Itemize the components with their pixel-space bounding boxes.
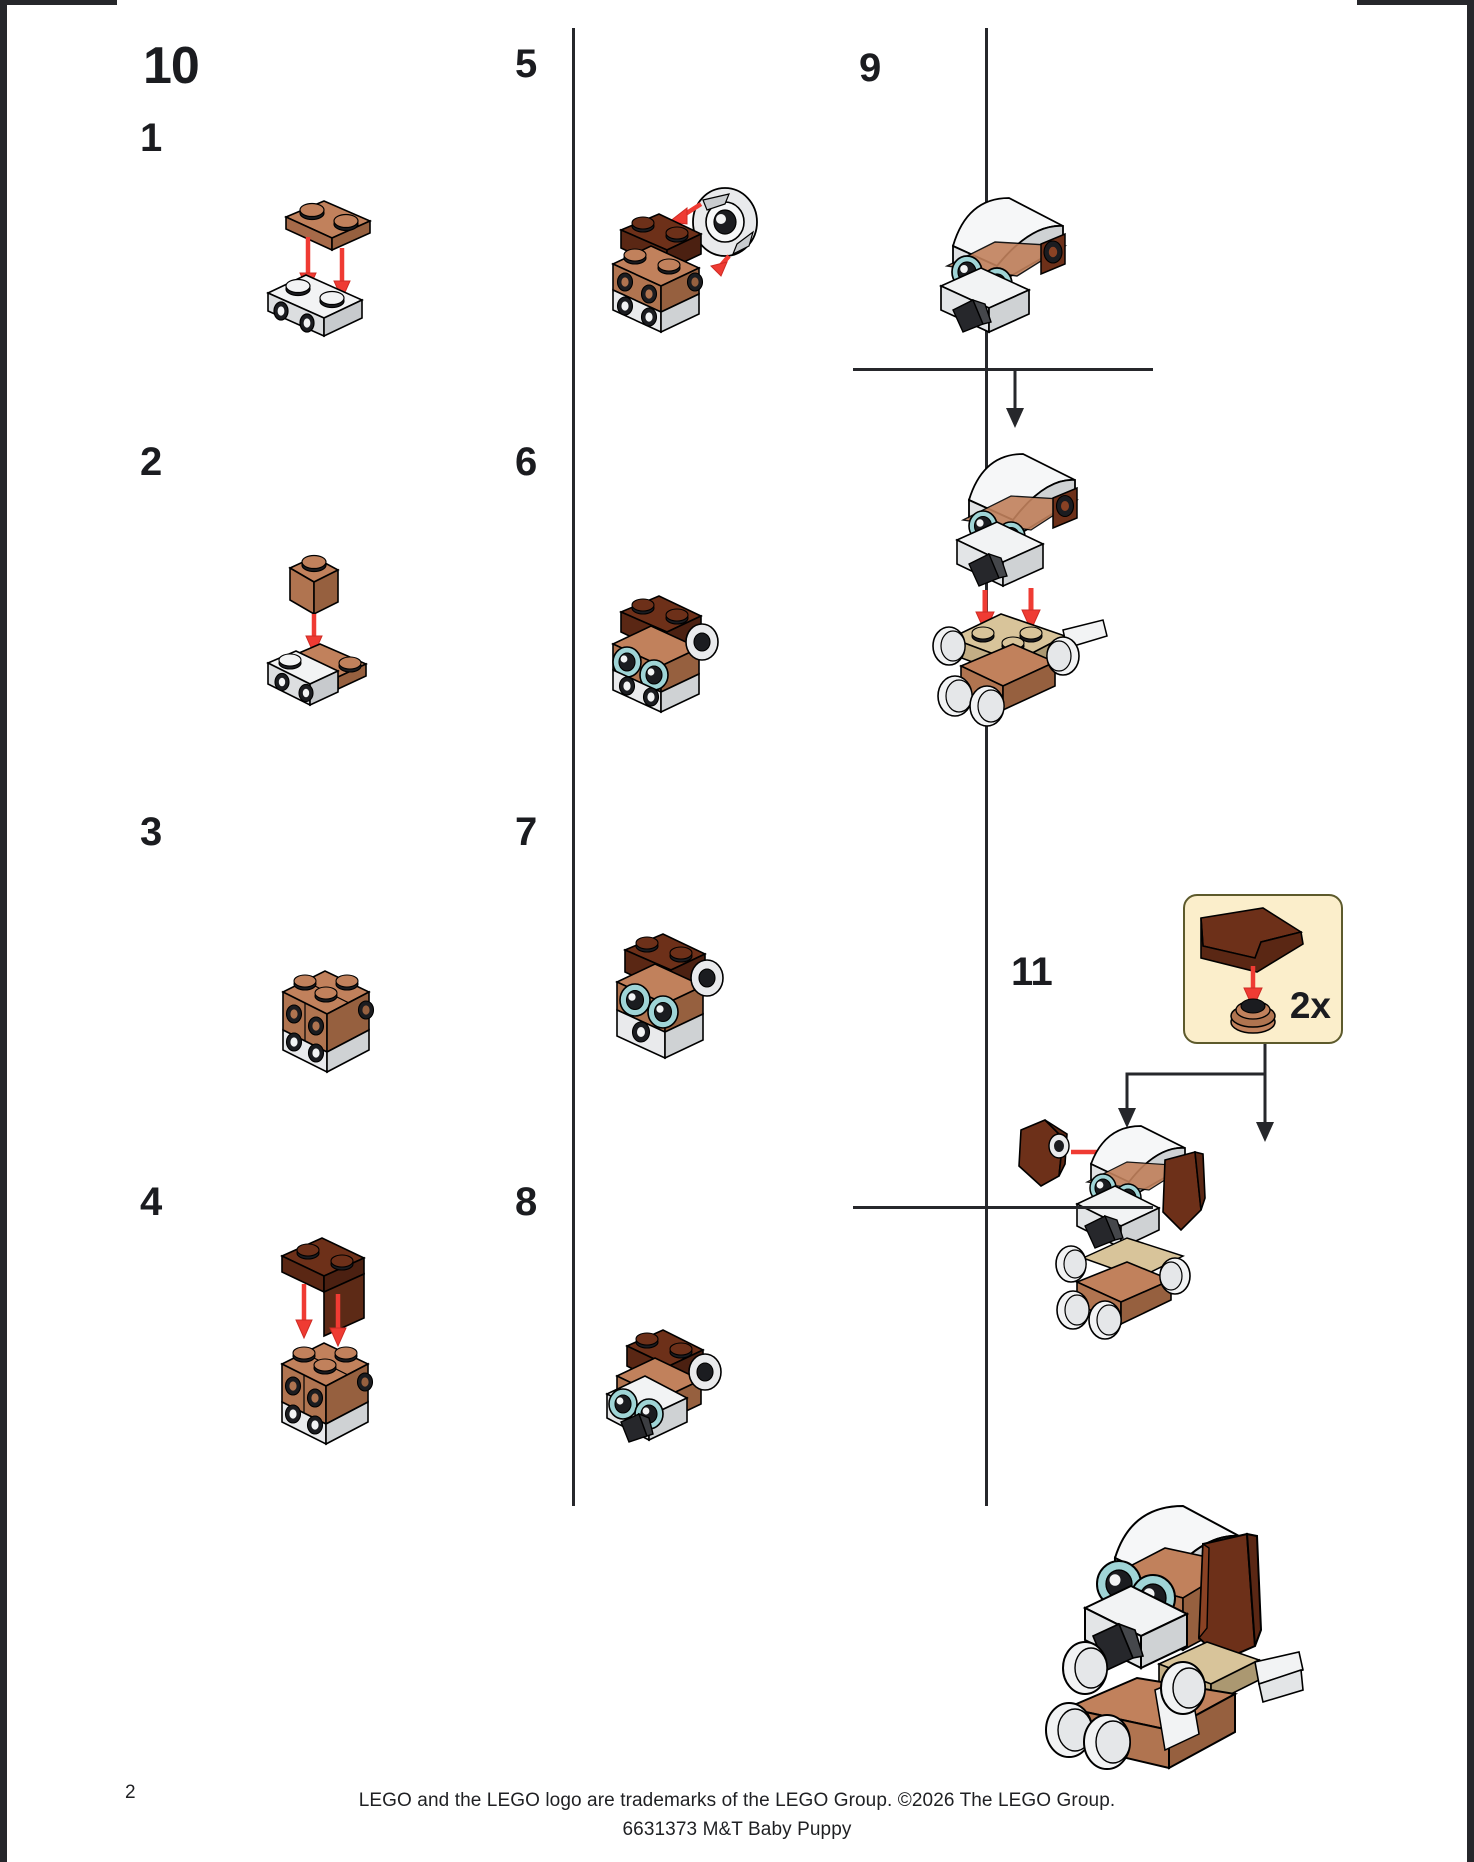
completed-baby-puppy-model <box>1045 1504 1304 1770</box>
callout-quantity-label: 2x <box>1289 985 1331 1026</box>
column-divider-2 <box>985 28 988 1506</box>
sub-assembly-step7 <box>615 933 724 1060</box>
step-number-1: 1 <box>140 116 162 160</box>
assembly-arrow-group <box>667 202 731 277</box>
callout-connector-lines <box>1115 1044 1285 1189</box>
callout-piece-ear-dark-brown <box>1200 907 1304 973</box>
piece-brick-white-studs-on-side <box>266 274 364 338</box>
piece-slope-dark-brown <box>280 1237 366 1338</box>
sub-assembly-step3-repeat <box>280 1342 374 1446</box>
piece-brick-1x1-nougat <box>288 554 340 616</box>
step-9-illustration <box>937 190 1087 340</box>
page-corner-tick-right <box>1357 0 1467 5</box>
piece-plate-1x2-nougat <box>284 200 372 252</box>
step-number-8: 8 <box>515 1180 537 1224</box>
footer-set-line: 6631373 M&T Baby Puppy <box>622 1818 852 1840</box>
sub-assembly-step8 <box>605 1329 722 1443</box>
callout-piece-round-stud <box>1230 998 1276 1034</box>
sub-assembly-step1 <box>266 643 368 707</box>
page-corner-tick-left <box>7 0 117 5</box>
step-3-illustration <box>265 952 395 1082</box>
piece-ear-left-detached <box>1018 1119 1070 1187</box>
page-folio-number: 2 <box>125 1782 136 1803</box>
footer-copyright-line: LEGO and the LEGO logo are trademarks of… <box>358 1790 1116 1811</box>
sub-assembly-step3 <box>281 970 375 1074</box>
step-2-illustration <box>262 540 382 707</box>
step-1-illustration <box>262 185 382 338</box>
sub-assembly-step6 <box>611 595 719 714</box>
subassembly-rule-2 <box>853 1206 1153 1209</box>
step-11-illustration <box>1015 1112 1225 1340</box>
piece-eye-round-detached <box>692 187 758 257</box>
puppy-assembly-step11 <box>1055 1125 1206 1340</box>
piece-ear-right-attached <box>1162 1150 1206 1232</box>
puppy-head-assembly <box>938 197 1068 334</box>
puppy-head-sub-assembly <box>955 453 1080 588</box>
page-heading-number: 10 <box>143 37 200 95</box>
step-4-illustration <box>260 1228 400 1448</box>
subassembly-rule-1 <box>853 368 1153 371</box>
column-divider-1 <box>572 28 575 1506</box>
step-5-illustration <box>607 178 767 338</box>
assembly-arrow-group <box>295 1284 347 1348</box>
step-number-11: 11 <box>1011 950 1053 994</box>
subassembly-connector-arrow-1 <box>995 368 1035 435</box>
step-number-3: 3 <box>140 810 162 854</box>
step-number-6: 6 <box>515 440 537 484</box>
step-number-2: 2 <box>140 440 162 484</box>
step-7-illustration <box>609 920 739 1065</box>
puppy-body-with-legs <box>932 613 1108 727</box>
piece-ear-right <box>1197 1532 1263 1662</box>
step-number-9: 9 <box>859 46 881 90</box>
step-number-7: 7 <box>515 810 537 854</box>
final-model-illustration <box>1007 1478 1307 1778</box>
callout-arrow <box>1243 966 1263 1010</box>
step-6-illustration <box>607 580 737 715</box>
footer: LEGO and the LEGO logo are trademarks of… <box>7 1787 1467 1844</box>
step-10-illustration <box>927 440 1117 727</box>
step-8-illustration <box>603 1318 738 1448</box>
step-number-5: 5 <box>515 42 537 86</box>
step-number-4: 4 <box>140 1180 162 1224</box>
callout-box-2x: 2x <box>1183 894 1343 1044</box>
sub-assembly-step4 <box>611 213 704 334</box>
